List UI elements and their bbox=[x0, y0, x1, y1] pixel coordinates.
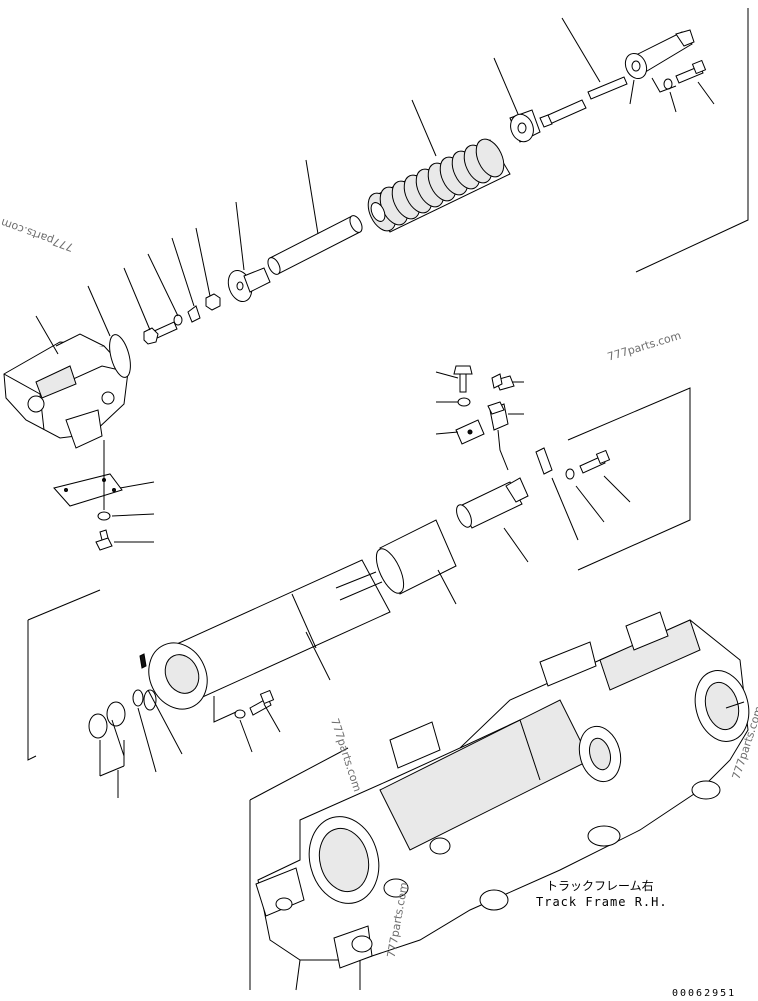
yoke-flange bbox=[509, 109, 541, 143]
bolt-top bbox=[143, 321, 178, 345]
bushing-2 bbox=[88, 713, 108, 739]
piston-rod bbox=[539, 76, 628, 128]
clamp-middle bbox=[455, 419, 485, 445]
packing bbox=[535, 447, 553, 475]
track-frame bbox=[255, 611, 750, 991]
washer-cover bbox=[97, 511, 111, 521]
recoil-cylinder bbox=[624, 29, 695, 80]
drawing-number: 00062951 bbox=[672, 988, 736, 999]
cover-tube bbox=[375, 519, 457, 595]
washer-flange bbox=[234, 709, 246, 719]
group-bracket-frame bbox=[249, 747, 349, 990]
nut-top bbox=[205, 293, 221, 311]
group-bracket-left bbox=[27, 589, 101, 761]
main-cylinder bbox=[148, 559, 391, 710]
washer-right bbox=[565, 468, 575, 480]
recoil-spring bbox=[367, 138, 511, 233]
seal-ring-2 bbox=[143, 689, 157, 711]
group-bracket-middle bbox=[567, 387, 691, 571]
pin-small bbox=[139, 653, 147, 669]
washer-middle bbox=[457, 397, 471, 407]
leader-lines bbox=[35, 17, 745, 798]
cover-plate bbox=[53, 473, 123, 507]
watermark-2: 777parts.com bbox=[606, 329, 683, 364]
bolt-middle bbox=[453, 365, 473, 393]
group-bracket-top bbox=[635, 8, 749, 273]
part-label-japanese: トラックフレーム右 bbox=[546, 878, 654, 893]
lock-plate-top bbox=[187, 305, 201, 323]
grease-fitting bbox=[491, 373, 515, 391]
bolt-flange bbox=[249, 689, 275, 716]
washer-top bbox=[173, 314, 183, 326]
bushing-1 bbox=[106, 701, 126, 727]
watermark-1: 777parts.com bbox=[0, 216, 75, 254]
check-valve bbox=[487, 401, 509, 471]
watermark-3: 777parts.com bbox=[328, 717, 364, 794]
seal-ring-1 bbox=[132, 689, 144, 707]
bolt-right bbox=[579, 449, 611, 474]
bolt-top-right bbox=[675, 59, 707, 84]
grease-cylinder bbox=[456, 477, 529, 529]
part-label-english: Track Frame R.H. bbox=[536, 895, 668, 909]
spring-guide-tube bbox=[267, 215, 363, 275]
spring-seat bbox=[227, 267, 271, 302]
idler-yoke bbox=[3, 333, 131, 449]
bolt-cover bbox=[95, 529, 113, 551]
